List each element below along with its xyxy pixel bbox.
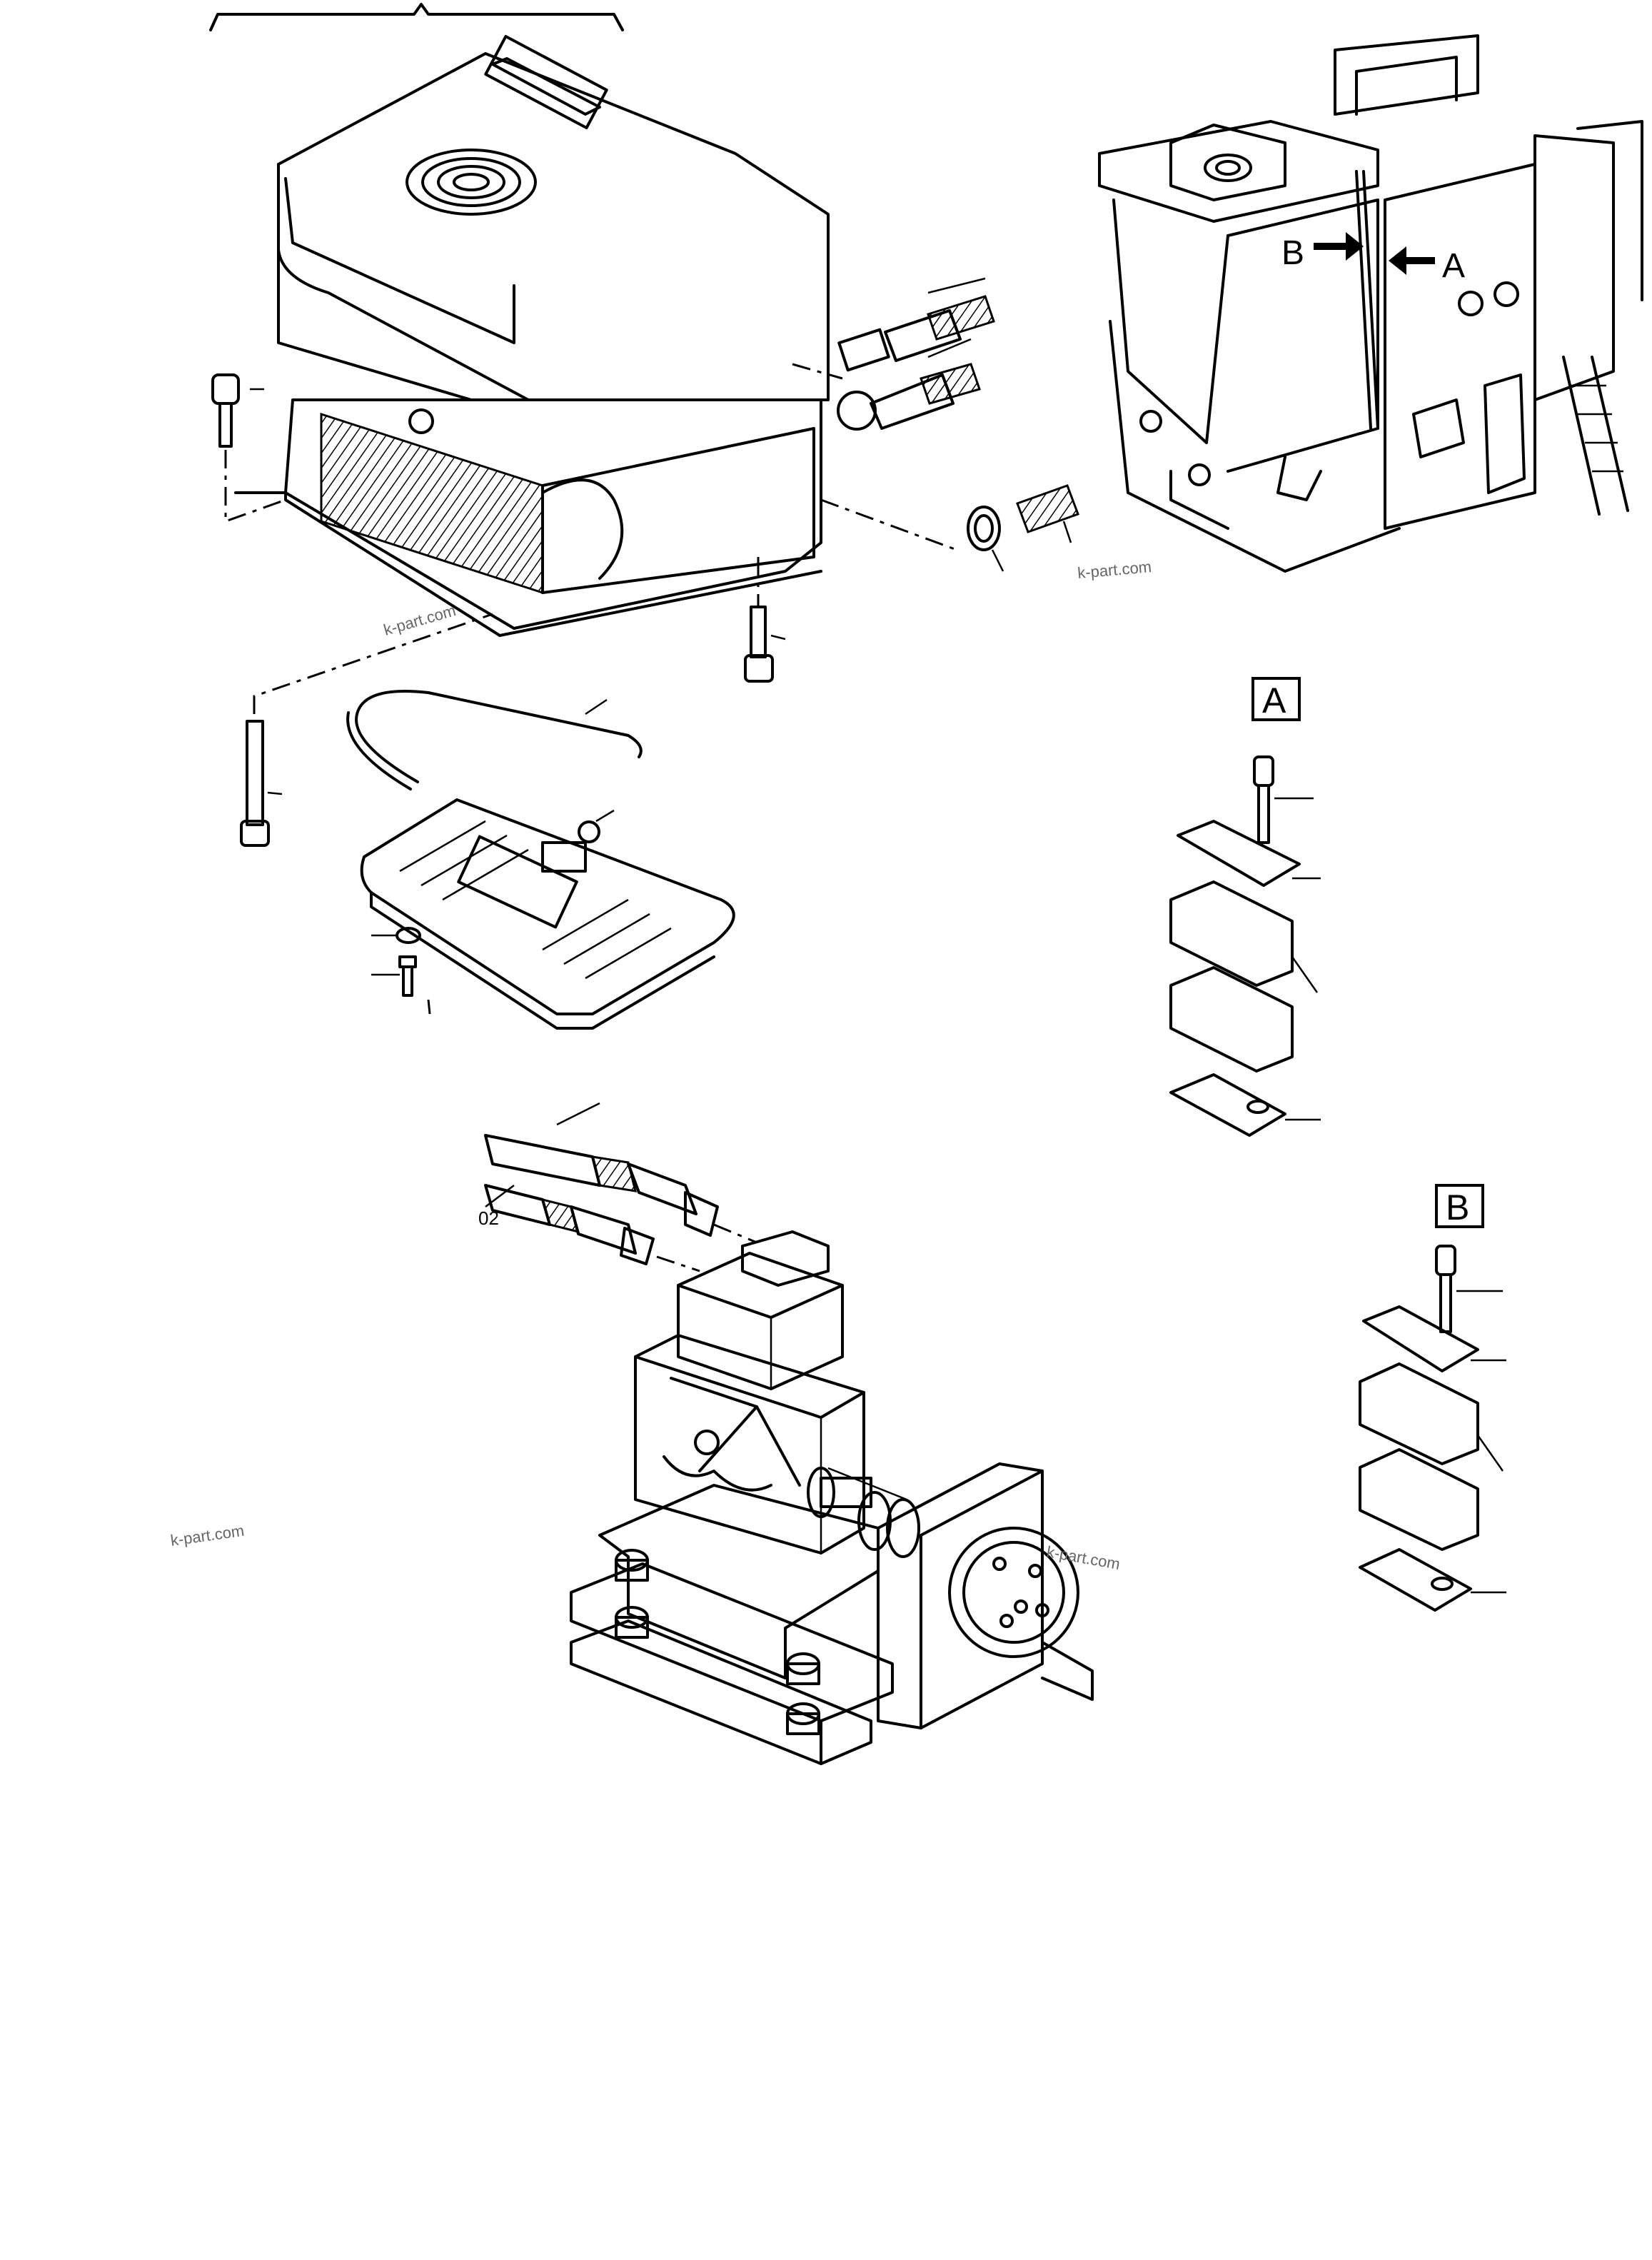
- watermark: k-part.com: [169, 1522, 245, 1550]
- hose-piece: [1016, 484, 1079, 543]
- hose-clamp: [967, 506, 1004, 572]
- assembly-bracket: [209, 3, 624, 31]
- arrow-a-label: A: [1442, 247, 1465, 285]
- grille-washer: [371, 927, 421, 944]
- part-number-label: 02: [478, 1207, 499, 1229]
- compressor-body: [634, 1230, 865, 1555]
- grille-panel: [360, 798, 735, 1030]
- detail-b-clamp: [1359, 1245, 1506, 1612]
- detail-b-label: B: [1446, 1187, 1469, 1227]
- detail-a-label: A: [1262, 680, 1286, 720]
- drain-tube: [346, 690, 643, 790]
- watermark: k-part.com: [1077, 558, 1152, 582]
- arrow-a-marker: A: [1389, 246, 1465, 285]
- hydraulic-motor: [877, 1462, 1079, 1729]
- compressor-hoses: 02: [478, 1102, 719, 1265]
- air-conditioner-cover: [277, 34, 830, 401]
- mounting-bolt-lower: [744, 606, 786, 683]
- base-frame: [570, 1484, 1094, 1765]
- evaporator-core: [234, 398, 822, 637]
- arrow-b-label: B: [1281, 234, 1304, 272]
- detail-a-clamp: [1169, 755, 1321, 1137]
- detail-b-tag: B: [1435, 1184, 1484, 1228]
- watermark: k-part.com: [381, 601, 458, 639]
- machine-overview: [1098, 34, 1643, 573]
- arrow-b-marker: B: [1281, 232, 1364, 272]
- cover-bolt: [211, 373, 264, 448]
- hose-fitting-lower: [837, 338, 981, 431]
- hose-fitting-upper: [837, 277, 995, 372]
- detail-a-tag: A: [1251, 677, 1301, 721]
- long-bolt: [240, 720, 283, 847]
- grille-screw: [371, 955, 417, 997]
